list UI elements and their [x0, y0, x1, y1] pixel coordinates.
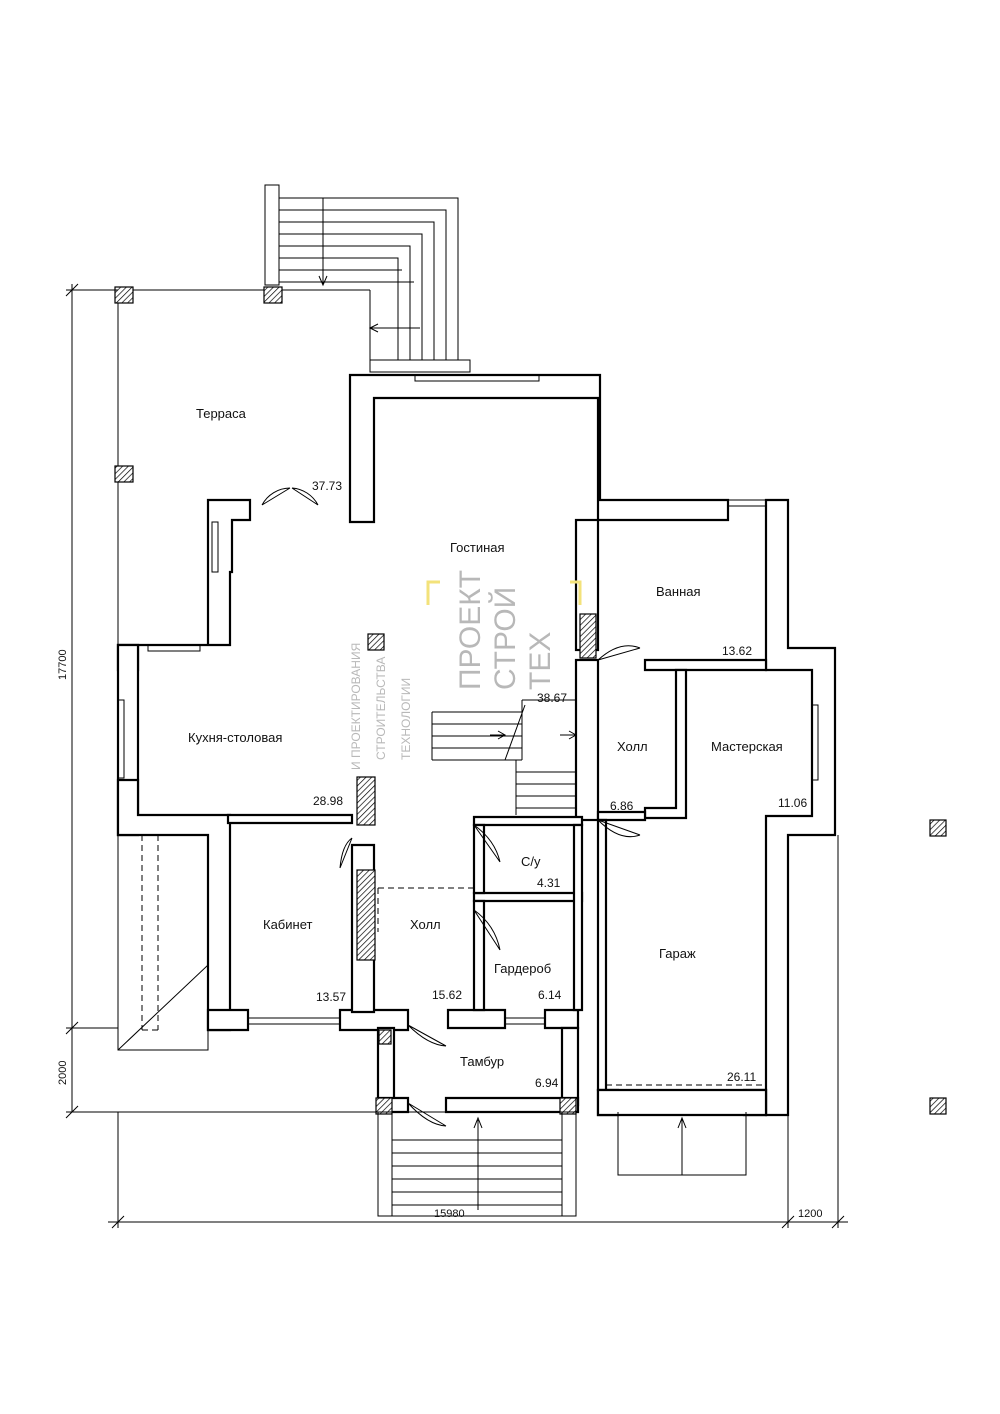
doors [261, 487, 641, 1127]
column-center [367, 633, 385, 651]
watermark-bracket [426, 580, 582, 605]
watermark-brand-2: СТРОЙ [488, 587, 522, 690]
room-area-workshop: 11.06 [778, 796, 807, 810]
dimension-texts: 17700 2000 15980 1200 [57, 649, 822, 1220]
column-right-lower [929, 1097, 947, 1115]
room-name-office: Кабинет [263, 917, 312, 932]
room-area-wardrobe: 6.14 [538, 988, 562, 1002]
terrace-stairs [264, 184, 471, 373]
watermark-brand-3: ПРОЕКТ [454, 570, 487, 690]
room-area-wc: 4.31 [537, 876, 561, 890]
watermark-tagline-1: ТЕХНОЛОГИИ [399, 678, 413, 760]
column-right-upper [929, 819, 947, 837]
left-ramp [117, 835, 209, 1051]
room-area-bathroom: 13.62 [722, 644, 752, 658]
dimension-horizontal-main: 15980 [434, 1208, 465, 1220]
room-area-office: 13.57 [316, 990, 346, 1004]
watermark: ПРОЕКТ СТРОЙ ТЕХ ТЕХНОЛОГИИ СТРОИТЕЛЬСТВ… [349, 570, 582, 770]
dimension-lines [65, 283, 848, 1229]
watermark-tagline-2: СТРОИТЕЛЬСТВА [374, 657, 388, 760]
room-name-wardrobe: Гардероб [494, 961, 551, 976]
interior-walls [226, 518, 768, 1117]
room-area-living: 38.67 [537, 691, 567, 705]
room-area-vestibule: 6.94 [535, 1076, 559, 1090]
watermark-tagline-3: И ПРОЕКТИРОВАНИЯ [349, 643, 363, 770]
dimension-vertical-main: 17700 [57, 649, 69, 680]
entrance-steps [377, 1111, 577, 1217]
room-name-bathroom: Ванная [656, 584, 701, 599]
room-name-kitchen: Кухня-столовая [188, 730, 282, 745]
room-area-garage: 26.11 [727, 1070, 756, 1084]
room-area-terrace: 37.73 [312, 479, 342, 493]
room-name-terrace: Терраса [196, 406, 247, 421]
room-name-hall-center: Холл [410, 917, 441, 932]
interior-stairs [431, 699, 578, 815]
room-name-garage: Гараж [659, 946, 696, 961]
room-name-wc: С/у [521, 854, 541, 869]
dimension-vertical-porch: 2000 [57, 1061, 69, 1085]
room-name-vestibule: Тамбур [460, 1054, 504, 1069]
vestibule [375, 1026, 580, 1115]
dimension-horizontal-extra: 1200 [798, 1208, 822, 1220]
garage-ramp [606, 1084, 762, 1176]
room-name-living: Гостиная [450, 540, 505, 555]
room-area-kitchen: 28.98 [313, 794, 343, 808]
room-labels: Терраса 37.73 Гостиная 38.67 Ванная 13.6… [188, 406, 807, 1090]
room-name-workshop: Мастерская [711, 739, 783, 754]
terrace [114, 286, 370, 645]
room-area-hall-right: 6.86 [610, 799, 634, 813]
watermark-brand-1: ТЕХ [524, 632, 557, 690]
room-name-hall-right: Холл [617, 739, 648, 754]
room-area-hall-center: 15.62 [432, 988, 462, 1002]
